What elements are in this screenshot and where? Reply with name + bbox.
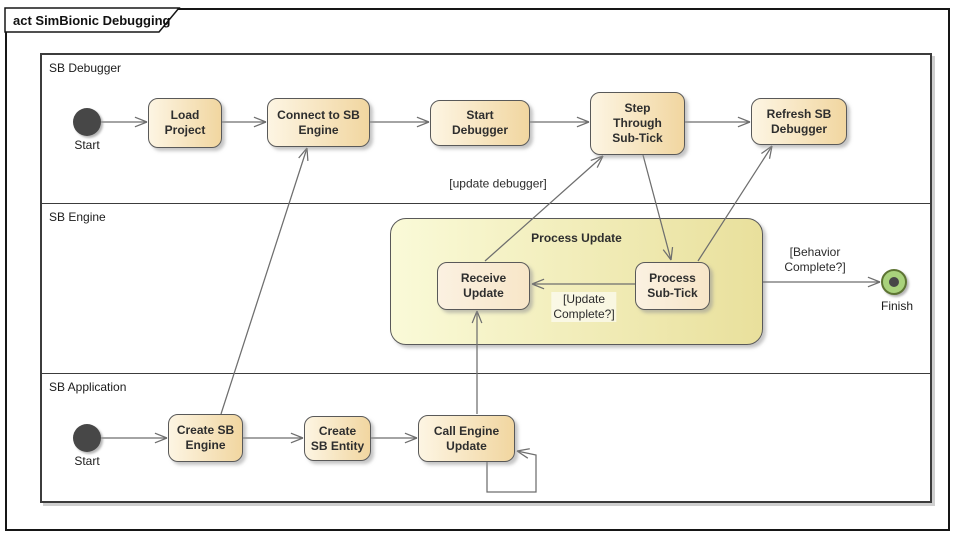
diagram-frame [5,8,950,531]
final-node-inner-dot [889,277,899,287]
guard-update-complete: [Update Complete?] [551,292,617,322]
final-node-finish[interactable] [881,269,907,295]
node-start-debugger[interactable]: Start Debugger [430,100,530,146]
diagram-title: act SimBionic Debugging [13,13,171,28]
node-call-engine-update[interactable]: Call Engine Update [418,415,515,462]
start-node-debugger-lane-label: Start [74,138,100,152]
start-node-application-lane-label: Start [74,454,100,468]
node-receive-update[interactable]: Receive Update [437,262,530,310]
swimlane-sb-debugger: SB Debugger [42,55,930,203]
final-node-finish-label: Finish [880,299,914,313]
node-connect-to-sb-engine[interactable]: Connect to SB Engine [267,98,370,147]
node-step-through-sub-tick[interactable]: Step Through Sub-Tick [590,92,685,155]
start-node-application-lane[interactable] [73,424,101,452]
start-node-debugger-lane[interactable] [73,108,101,136]
swimlane-label: SB Debugger [49,61,122,75]
node-create-sb-entity[interactable]: Create SB Entity [304,416,371,461]
swimlane-label: SB Engine [49,209,106,224]
node-create-sb-engine[interactable]: Create SB Engine [168,414,243,462]
node-load-project[interactable]: Load Project [148,98,222,148]
node-refresh-sb-debugger[interactable]: Refresh SB Debugger [751,98,847,145]
guard-behavior-complete: [Behavior Complete?] [784,245,846,274]
node-process-sub-tick[interactable]: Process Sub-Tick [635,262,710,310]
guard-update-debugger: [update debugger] [449,176,547,191]
swimlane-sb-application: SB Application [42,373,930,501]
process-update-title: Process Update [531,231,622,245]
swimlane-label: SB Application [49,380,127,395]
